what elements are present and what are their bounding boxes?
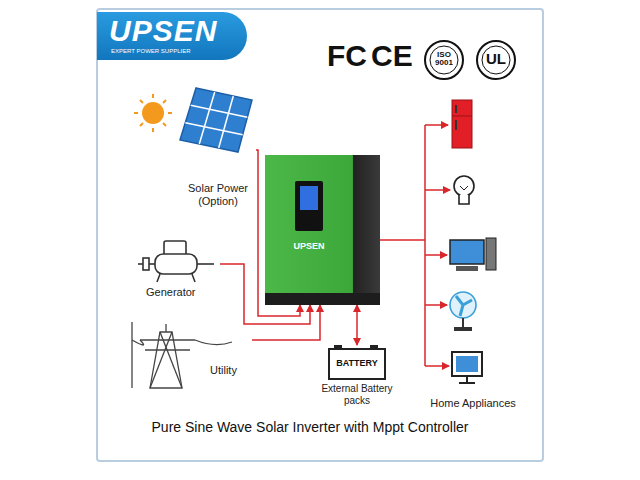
cert-ce: CE [371,40,413,72]
logo-banner: UPSENEXPERT POWER SUPPLIER [97,12,247,60]
caption: Pure Sine Wave Solar Inverter with Mppt … [100,420,520,435]
solar-source: Solar Power (Option) [178,86,256,212]
node-text: Home Appliances [425,397,521,410]
lcd-panel [295,181,323,231]
power-connector [252,305,320,340]
solar-panel [180,88,252,152]
inverter-box: UPSEN [265,155,380,305]
node-text: Utility [210,364,250,377]
lcd-screen [300,186,318,210]
utility-tower [132,322,232,388]
node-text: External Battery packs [318,383,396,406]
sun [134,94,172,132]
node-text: Solar Power (Option) [182,182,254,207]
generator-icon [138,241,214,282]
node-text: Generator [146,286,216,299]
appliance-icons [450,100,496,383]
appliance-bus [425,125,450,366]
cert-marks [425,41,515,79]
cert-ul: UL [486,51,506,67]
battery-pack: BATTERY External Battery packs [318,345,398,409]
generator-source: Generator [130,236,220,301]
battery-terminal [334,345,342,349]
appliance-group: Home Appliances [425,95,523,412]
node-text: BATTERY [328,358,386,368]
cert-fc: FC [327,40,367,72]
battery-terminal [370,345,378,349]
node-text: UPSEN [265,241,353,251]
node-text: EXPERT POWER SUPPLIER [111,48,241,55]
cert-iso: ISO 9001 [432,51,456,68]
utility-source: Utility [128,318,252,396]
frame [97,9,543,461]
power-connector [380,239,425,241]
power-connector [356,305,358,345]
node-text: UPSEN [109,14,239,49]
